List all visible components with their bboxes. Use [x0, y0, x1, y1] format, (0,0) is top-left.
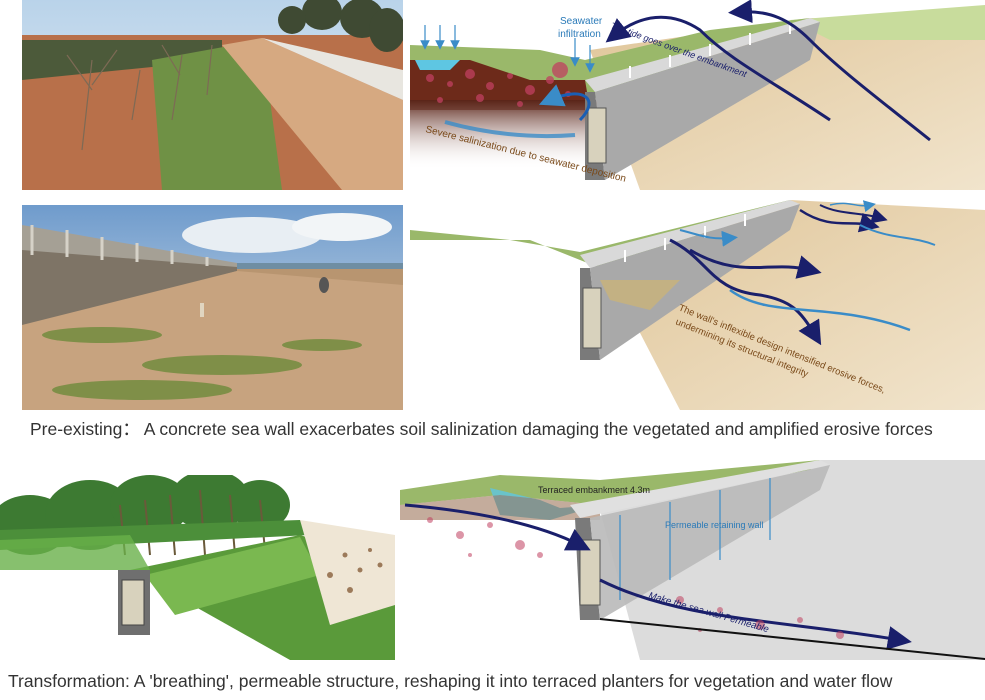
- diagram-permeable: Terraced embankment 4.3m Permeable retai…: [400, 460, 985, 660]
- label-permeable-retaining-wall: Permeable retaining wall: [665, 520, 764, 530]
- caption-pre-existing: Pre-existing： A concrete sea wall exacer…: [30, 419, 933, 439]
- label-terraced-embankment: Terraced embankment 4.3m: [538, 485, 650, 495]
- diagram-salinization: Seawater infiltration The tide goes over…: [410, 0, 985, 190]
- photo-dirt-road: [22, 0, 403, 190]
- diagram-erosion: The wall's inflexible design intensified…: [410, 200, 985, 410]
- caption-transformation: Transformation: A 'breathing', permeable…: [8, 671, 893, 691]
- photo-beach-sea-wall: [22, 205, 403, 410]
- label-seawater: Seawater: [560, 16, 603, 27]
- rendering-terraced-planters: [0, 475, 395, 660]
- label-infiltration: infiltration: [558, 29, 601, 40]
